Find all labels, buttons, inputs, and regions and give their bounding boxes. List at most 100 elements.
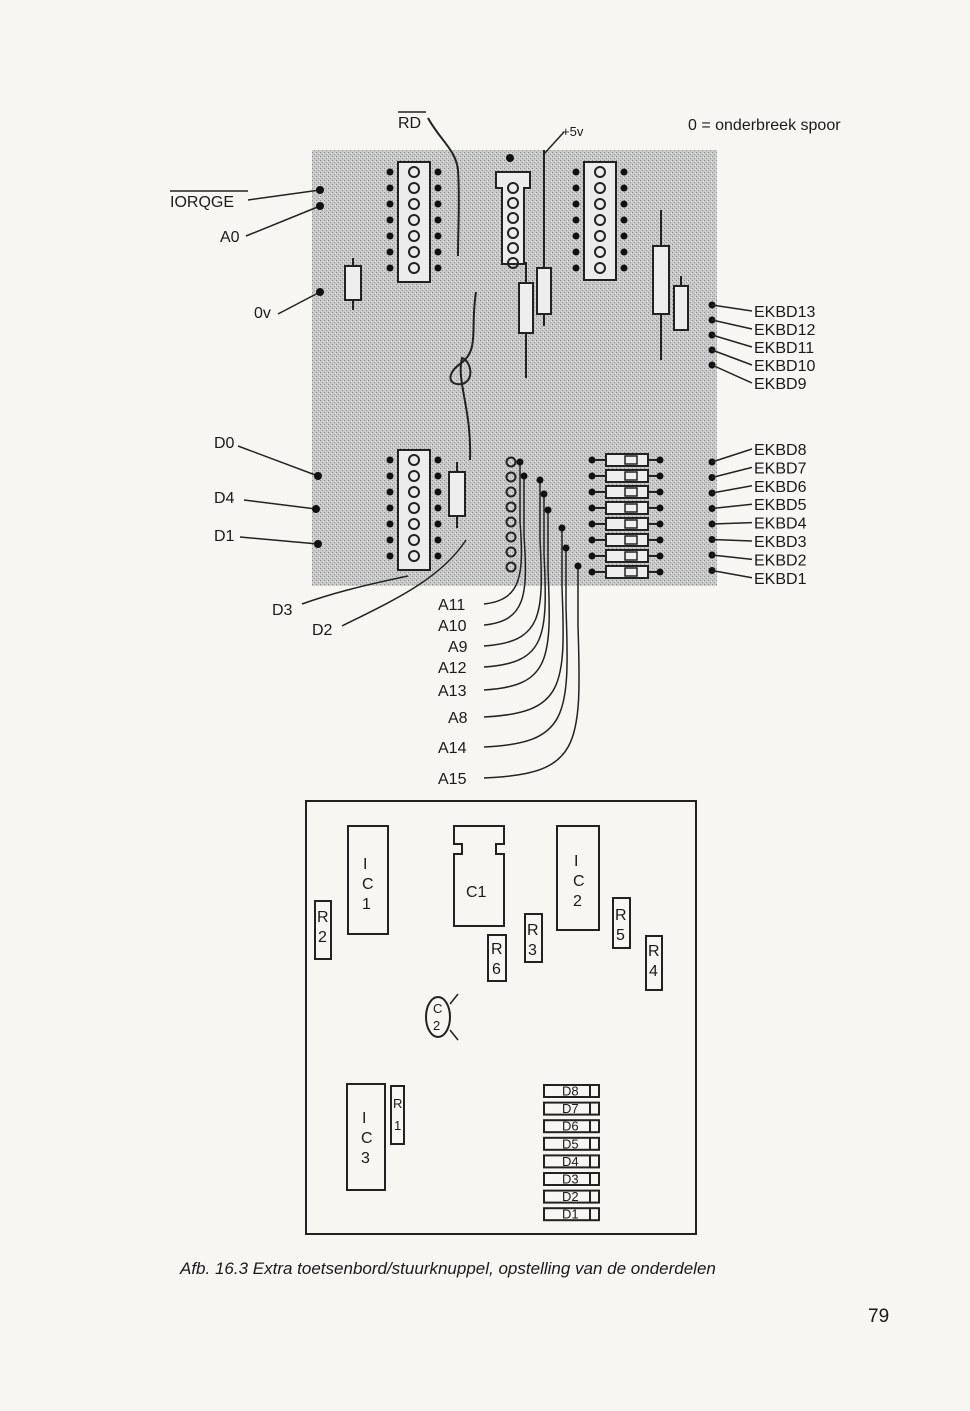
ic-top-right-pin-pad (620, 216, 628, 224)
ic-bottom-left-pin-pad (434, 536, 442, 544)
d2-label: D2 (312, 622, 333, 639)
layout-ic2 (556, 825, 600, 931)
layout-diode-label: D4 (562, 1154, 579, 1169)
mid-hole (505, 516, 517, 528)
resistor-r5 (652, 245, 670, 315)
ic-top-right-pin-pad (620, 232, 628, 240)
ic-top-right-pin-pad (572, 184, 580, 192)
capacitor-c2-wire (449, 291, 477, 461)
layout-r1-l2: 1 (394, 1118, 401, 1133)
address-wire (483, 528, 564, 718)
layout-r2-l1: R (317, 909, 329, 926)
ic-bottom-left-pin-pad (386, 552, 394, 560)
mid-hole (505, 471, 517, 483)
ic-bottom-left-pin-hole (408, 502, 420, 514)
ekbd-lower-label: EKBD3 (754, 534, 807, 551)
ic-bottom-left-pin-pad (386, 488, 394, 496)
ic-top-right-pin-hole (594, 230, 606, 242)
c1-hole (507, 212, 519, 224)
address-label-a9: A9 (448, 639, 468, 656)
layout-diode-label: D3 (562, 1172, 579, 1187)
ic-top-right-pin-hole (594, 262, 606, 274)
page-number: 79 (868, 1306, 889, 1327)
ic-bottom-left-pin-pad (386, 504, 394, 512)
mid-hole (505, 456, 517, 468)
address-label-a8: A8 (448, 710, 468, 727)
resistor-r4 (673, 285, 689, 331)
ic-top-left-pin-pad (386, 248, 394, 256)
mid-hole (505, 546, 517, 558)
ic-bottom-left-pin-hole (408, 470, 420, 482)
layout-c1 (453, 825, 505, 927)
ic-bottom-left-pin-hole (408, 550, 420, 562)
ekbd-lower-label: EKBD8 (754, 442, 807, 459)
c1-hole (507, 197, 519, 209)
legend-text: 0 = onderbreek spoor (688, 117, 841, 134)
layout-ic3-l1: I (362, 1110, 366, 1127)
address-wire (483, 566, 580, 779)
layout-r2 (314, 900, 332, 960)
ekbd-lower-label: EKBD6 (754, 479, 807, 496)
ic-top-left-pin-hole (408, 230, 420, 242)
layout-r2-l2: 2 (318, 929, 327, 946)
ic-top-right-pin-pad (572, 200, 580, 208)
layout-ic3-l2: C (361, 1130, 373, 1147)
c1-hole (507, 242, 519, 254)
ic-bottom-left-pin-pad (434, 552, 442, 560)
resistor-r1 (448, 471, 466, 517)
layout-ic1-l3: 1 (362, 896, 371, 913)
address-wire (483, 462, 523, 605)
layout-diode-label: D8 (562, 1084, 579, 1099)
layout-r3-l1: R (527, 922, 539, 939)
layout-c1-label: C1 (466, 884, 487, 901)
ic-bottom-left-pin-pad (434, 504, 442, 512)
address-wire (483, 480, 542, 647)
ov-label: 0v (254, 305, 271, 322)
layout-r6 (487, 934, 507, 982)
layout-diode (543, 1119, 600, 1134)
layout-ic3 (346, 1083, 386, 1191)
ic-bottom-left-pin-pad (434, 472, 442, 480)
ic-top-right-pin-hole (594, 182, 606, 194)
ekbd-lower-label: EKBD7 (754, 460, 807, 477)
c1-hole (507, 257, 519, 269)
layout-diode (543, 1172, 600, 1186)
resistor-r3 (536, 267, 552, 315)
layout-diode (543, 1136, 600, 1151)
rd-label: RD (398, 115, 421, 132)
address-label-a11: A11 (438, 597, 465, 614)
layout-c2-l2: 2 (433, 1018, 440, 1033)
layout-diode (543, 1154, 600, 1169)
ic-top-right-pin-pad (620, 200, 628, 208)
ic-top-right-pin-pad (572, 232, 580, 240)
ekbd-upper-label: EKBD12 (754, 322, 815, 339)
ic-top-right-pin-pad (572, 168, 580, 176)
ic-top-left-pin-pad (386, 200, 394, 208)
layout-diode-label: D5 (562, 1136, 579, 1151)
d0-label: D0 (214, 435, 235, 452)
layout-ic1 (347, 825, 389, 935)
layout-diode (543, 1101, 600, 1116)
ic-top-right-pin-hole (594, 166, 606, 178)
mid-hole (505, 531, 517, 543)
mid-hole (505, 486, 517, 498)
iorqge-label: IORQGE (170, 194, 234, 211)
address-label-a10: A10 (438, 618, 467, 635)
ic-top-right-pin-pad (572, 264, 580, 272)
ic-top-left-pin-pad (434, 168, 442, 176)
layout-r3-l2: 3 (528, 942, 537, 959)
ic-top-right-pin-pad (620, 168, 628, 176)
address-label-a13: A13 (438, 683, 467, 700)
ic-top-left-pin-pad (434, 216, 442, 224)
layout-r6-l1: R (491, 941, 503, 958)
address-wire (483, 548, 568, 748)
d3-label: D3 (272, 602, 293, 619)
c1-hole (507, 227, 519, 239)
ekbd-lower-label: EKBD5 (754, 497, 807, 514)
layout-r4-l2: 4 (649, 963, 658, 980)
ic-bottom-left-pin-hole (408, 534, 420, 546)
layout-ic2-l3: 2 (573, 893, 582, 910)
layout-r3 (524, 913, 543, 963)
